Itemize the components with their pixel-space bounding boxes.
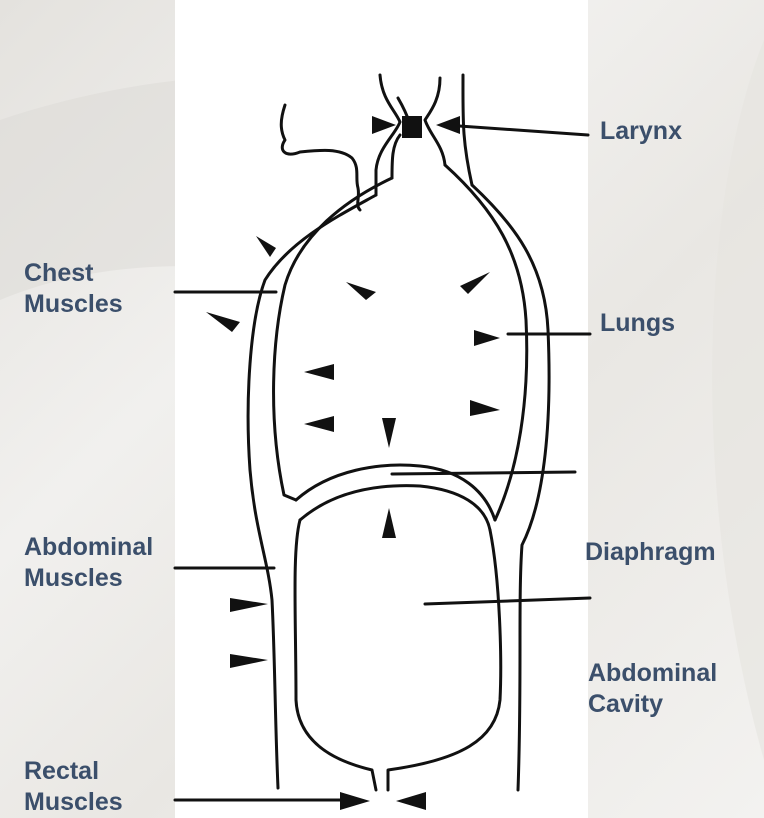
- arrow-larynx-right: [436, 116, 460, 134]
- label-diaphragm: Diaphragm: [585, 537, 716, 568]
- arrow-lung-3: [304, 364, 334, 380]
- label-larynx: Larynx: [600, 116, 682, 147]
- arrow-chest-2: [206, 312, 240, 332]
- arrow-rectal-right: [396, 792, 426, 810]
- arrow-diaphragm-up: [382, 508, 396, 538]
- arrow-rectal-left: [340, 792, 370, 810]
- arrow-chest-1: [256, 236, 276, 257]
- larynx-block: [402, 116, 422, 138]
- leader-diaphragm: [392, 472, 575, 474]
- leader-larynx: [445, 125, 588, 135]
- lung-outline-right: [445, 165, 527, 520]
- arrow-abd-2: [230, 654, 268, 668]
- label-chest-muscles: Chest Muscles: [24, 258, 123, 320]
- larynx-inner-left: [392, 135, 400, 178]
- arrow-diaphragm-down: [382, 418, 396, 448]
- trachea-left-outer: [376, 75, 400, 195]
- abdominal-cavity: [295, 520, 501, 790]
- arrow-lung-1: [346, 282, 376, 300]
- label-abdominal-muscles: Abdominal Muscles: [24, 532, 153, 594]
- arrow-lung-2: [460, 272, 490, 294]
- outer-squiggle: [281, 105, 360, 210]
- label-rectal-muscles: Rectal Muscles: [24, 756, 123, 818]
- trachea-right-outer: [463, 75, 472, 185]
- arrow-lung-4: [304, 416, 334, 432]
- arrow-lung-6: [470, 400, 500, 416]
- label-lungs: Lungs: [600, 308, 675, 339]
- arrow-abd-1: [230, 598, 268, 612]
- lung-outline-left: [274, 178, 392, 500]
- trachea-right-inner: [425, 78, 445, 165]
- diaphragm-lower: [300, 486, 490, 530]
- arrow-lung-5: [474, 330, 500, 346]
- leader-abdominal-cavity: [425, 598, 590, 604]
- arrow-larynx-left: [372, 116, 396, 134]
- label-abdominal-cavity: Abdominal Cavity: [588, 658, 717, 720]
